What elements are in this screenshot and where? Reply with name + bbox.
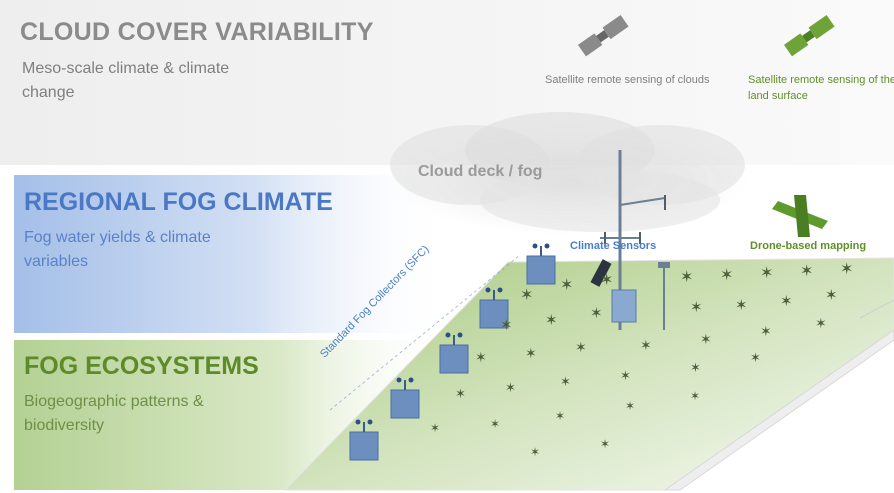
svg-text:✶: ✶ <box>700 331 712 347</box>
svg-text:✶: ✶ <box>840 261 853 278</box>
svg-text:✶: ✶ <box>500 317 513 334</box>
drone-mapping-label: Drone-based mapping <box>750 240 867 252</box>
climate-sensors-label: Climate Sensors <box>570 240 657 252</box>
svg-text:✶: ✶ <box>750 350 761 365</box>
regional-layer-band <box>14 175 454 333</box>
regional-fog-subtitle: Fog water yields & climate variables <box>24 229 211 270</box>
svg-text:✶: ✶ <box>530 445 540 459</box>
svg-text:✶: ✶ <box>680 269 693 286</box>
svg-text:✶: ✶ <box>505 380 516 395</box>
cloud-cover-title: CLOUD COVER VARIABILITY <box>20 18 374 46</box>
svg-text:✶: ✶ <box>800 263 813 280</box>
svg-text:✶: ✶ <box>430 421 440 435</box>
fog-collector-icon <box>349 419 379 461</box>
fog-ecosystems-subtitle: Biogeographic patterns & biodiversity <box>24 393 204 434</box>
satellite-icon <box>577 15 629 57</box>
svg-text:✶: ✶ <box>575 339 587 355</box>
svg-text:✶: ✶ <box>690 360 701 375</box>
svg-text:✶: ✶ <box>780 293 793 310</box>
svg-text:✶: ✶ <box>590 305 603 322</box>
weather-station-icon <box>590 150 670 330</box>
fog-collector-icon <box>479 287 509 329</box>
svg-text:✶: ✶ <box>455 386 466 401</box>
svg-text:✶: ✶ <box>525 345 537 361</box>
svg-text:✶: ✶ <box>560 277 573 294</box>
fog-collector-icon <box>526 243 556 285</box>
svg-text:✶: ✶ <box>600 272 613 289</box>
svg-text:✶: ✶ <box>720 267 733 284</box>
satellite-clouds-label: Satellite remote sensing of clouds <box>545 74 710 86</box>
svg-text:✶: ✶ <box>620 368 631 383</box>
regional-fog-title: REGIONAL FOG CLIMATE <box>24 188 333 216</box>
plant-icon: ✶ ✶ ✶ ✶ ✶ ✶ ✶ ✶ ✶ ✶ ✶ ✶ ✶ ✶ ✶ ✶ ✶ ✶ ✶ ✶ … <box>430 261 853 459</box>
satellite-land-label: Satellite remote sensing of the land sur… <box>748 74 894 102</box>
svg-text:✶: ✶ <box>625 399 635 413</box>
cloud-deck <box>390 112 750 235</box>
svg-text:✶: ✶ <box>560 374 571 389</box>
sfc-line <box>329 254 521 411</box>
svg-text:✶: ✶ <box>640 337 652 353</box>
fog-collector-icon <box>390 377 420 419</box>
svg-text:✶: ✶ <box>760 265 773 282</box>
svg-text:✶: ✶ <box>545 312 558 329</box>
svg-text:✶: ✶ <box>825 287 838 304</box>
svg-text:✶: ✶ <box>690 299 703 316</box>
fog-collector-icon <box>439 332 469 374</box>
svg-text:✶: ✶ <box>760 323 772 339</box>
svg-text:✶: ✶ <box>490 417 500 431</box>
cloud-deck-label: Cloud deck / fog <box>418 163 543 180</box>
svg-text:✶: ✶ <box>555 409 565 423</box>
svg-text:✶: ✶ <box>600 437 610 451</box>
cloud-cover-subtitle: Meso-scale climate & climate change <box>22 60 230 101</box>
svg-text:✶: ✶ <box>475 349 487 365</box>
drone-icon <box>772 195 828 237</box>
satellite-icon <box>783 15 835 57</box>
svg-text:✶: ✶ <box>735 297 748 314</box>
svg-text:✶: ✶ <box>815 315 827 331</box>
svg-text:✶: ✶ <box>520 287 533 304</box>
ground-side <box>663 329 894 491</box>
fog-ecosystems-title: FOG ECOSYSTEMS <box>24 352 259 380</box>
svg-text:✶: ✶ <box>690 389 700 403</box>
